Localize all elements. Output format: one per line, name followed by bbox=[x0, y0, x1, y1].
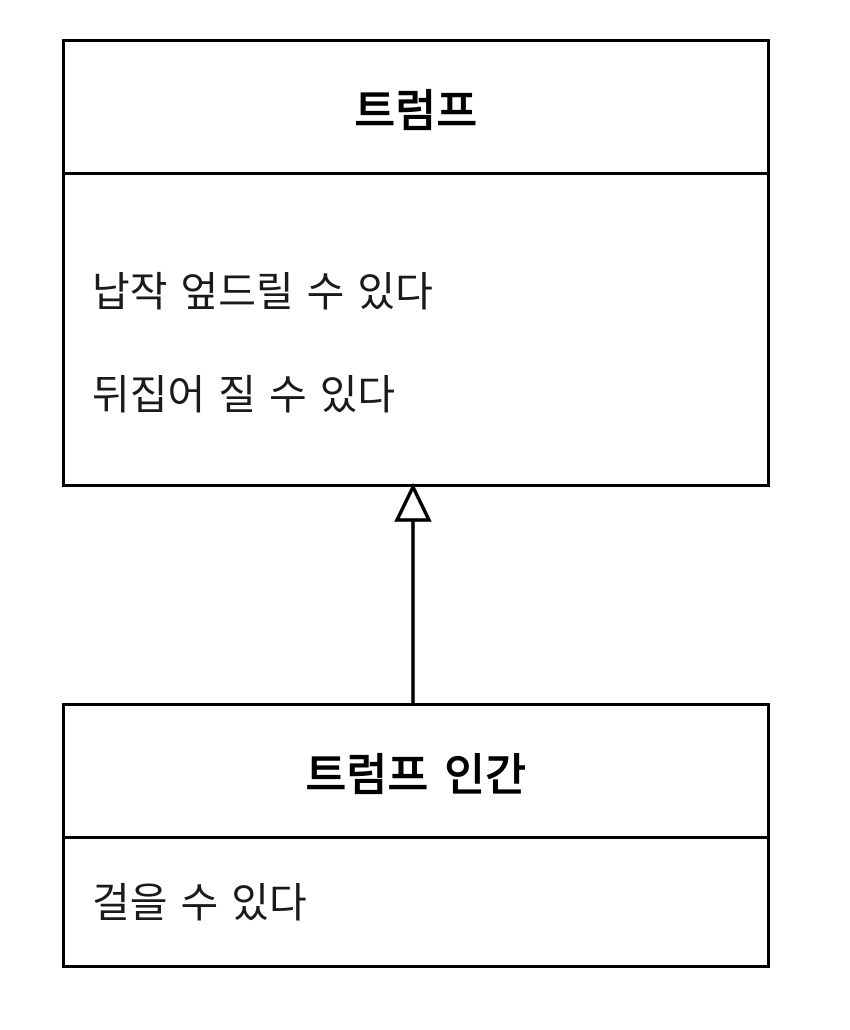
uml-member: 납작 엎드릴 수 있다 bbox=[92, 268, 433, 316]
uml-member: 뒤집어 질 수 있다 bbox=[92, 371, 396, 419]
hollow-triangle-icon bbox=[394, 482, 432, 522]
uml-class-divider-superclass bbox=[65, 172, 767, 175]
uml-class-superclass[interactable]: 트럼프 납작 엎드릴 수 있다 뒤집어 질 수 있다 bbox=[62, 39, 770, 487]
uml-class-divider-subclass bbox=[65, 836, 767, 839]
uml-class-body-superclass: 납작 엎드릴 수 있다 뒤집어 질 수 있다 bbox=[65, 175, 767, 487]
generalization-arrow bbox=[394, 482, 432, 710]
uml-member: 걸을 수 있다 bbox=[92, 879, 307, 927]
uml-class-subclass[interactable]: 트럼프 인간 걸을 수 있다 bbox=[62, 703, 770, 968]
uml-class-body-subclass: 걸을 수 있다 bbox=[65, 839, 767, 968]
uml-class-name-superclass: 트럼프 bbox=[354, 86, 478, 137]
uml-class-name-subclass: 트럼프 인간 bbox=[305, 750, 527, 801]
